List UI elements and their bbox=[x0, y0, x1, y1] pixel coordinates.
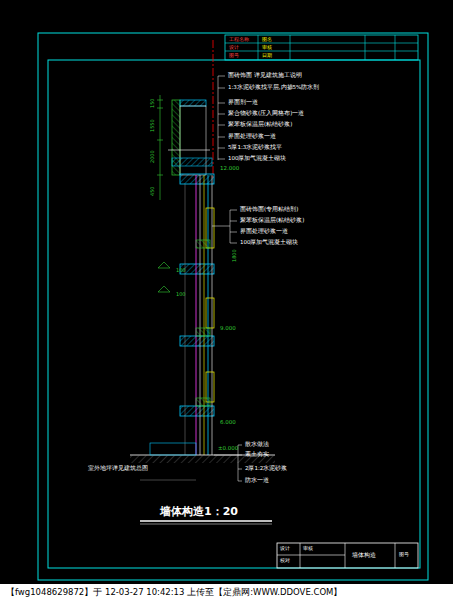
table-cell: 设计 bbox=[229, 45, 239, 50]
dimension: 1550 bbox=[150, 119, 155, 132]
callout-text: 界面剂一道 bbox=[228, 100, 258, 106]
callout-text: 素土夯实 bbox=[245, 452, 269, 458]
table-cell: 墙体构造 bbox=[352, 552, 376, 558]
note-text: 室外地坪详见建筑总图 bbox=[88, 466, 148, 472]
callout-text: 5厚1:3水泥砂浆找平 bbox=[228, 145, 282, 151]
level-mark: ±0.000 bbox=[218, 446, 238, 452]
callout-text: 面砖饰面 详见建筑施工说明 bbox=[228, 73, 302, 79]
table-cell: 审核 bbox=[303, 546, 313, 551]
callout-text: 散水做法 bbox=[245, 442, 269, 448]
callout-text: 界面处理砂浆一道 bbox=[240, 229, 288, 235]
table-cell: 工程名称 bbox=[229, 37, 249, 42]
callout-text: 100厚加气混凝土砌块 bbox=[240, 240, 299, 246]
table-cell: 图名 bbox=[262, 37, 272, 42]
table-cell: 图号 bbox=[399, 552, 409, 557]
callout-text: 聚苯板保温层(粘结砂浆) bbox=[240, 218, 304, 224]
callout-text: 界面处理砂浆一道 bbox=[228, 134, 276, 140]
drawing-title: 墙体构造1：20 bbox=[160, 506, 238, 517]
table-cell: 审核 bbox=[262, 45, 272, 50]
dimension: 100 bbox=[176, 268, 186, 273]
dimension: 1800 bbox=[232, 249, 237, 262]
callout-text: 2厚1:2水泥砂浆 bbox=[245, 466, 287, 472]
callout-text: 聚苯板保温层(粘结砂浆) bbox=[228, 122, 292, 128]
callout-text: 聚合物砂浆(压入网格布)一道 bbox=[228, 111, 304, 117]
table-cell: 图号 bbox=[229, 53, 239, 58]
table-cell: 校对 bbox=[280, 558, 290, 563]
level-mark: 6.000 bbox=[220, 420, 236, 426]
callout-text: 1:3水泥砂浆找平层,内掺5%防水剂 bbox=[228, 85, 319, 91]
dimension: 450 bbox=[150, 186, 155, 196]
callout-text: 面砖饰面(专用粘结剂) bbox=[240, 207, 298, 213]
level-mark: 12.000 bbox=[220, 166, 239, 172]
dimension: 2000 bbox=[150, 150, 155, 163]
callout-text: 100厚加气混凝土砌块 bbox=[228, 156, 287, 162]
watermark: 【fwg1048629872】于 12-03-27 10:42:13 上传至【定… bbox=[6, 588, 342, 597]
table-cell: 设计 bbox=[280, 546, 290, 551]
level-mark: 9.000 bbox=[220, 326, 236, 332]
dimension: 100 bbox=[176, 292, 186, 297]
table-cell: 日期 bbox=[262, 53, 272, 58]
callout-text: 防水一道 bbox=[245, 478, 269, 484]
dimension: 150 bbox=[150, 98, 155, 108]
